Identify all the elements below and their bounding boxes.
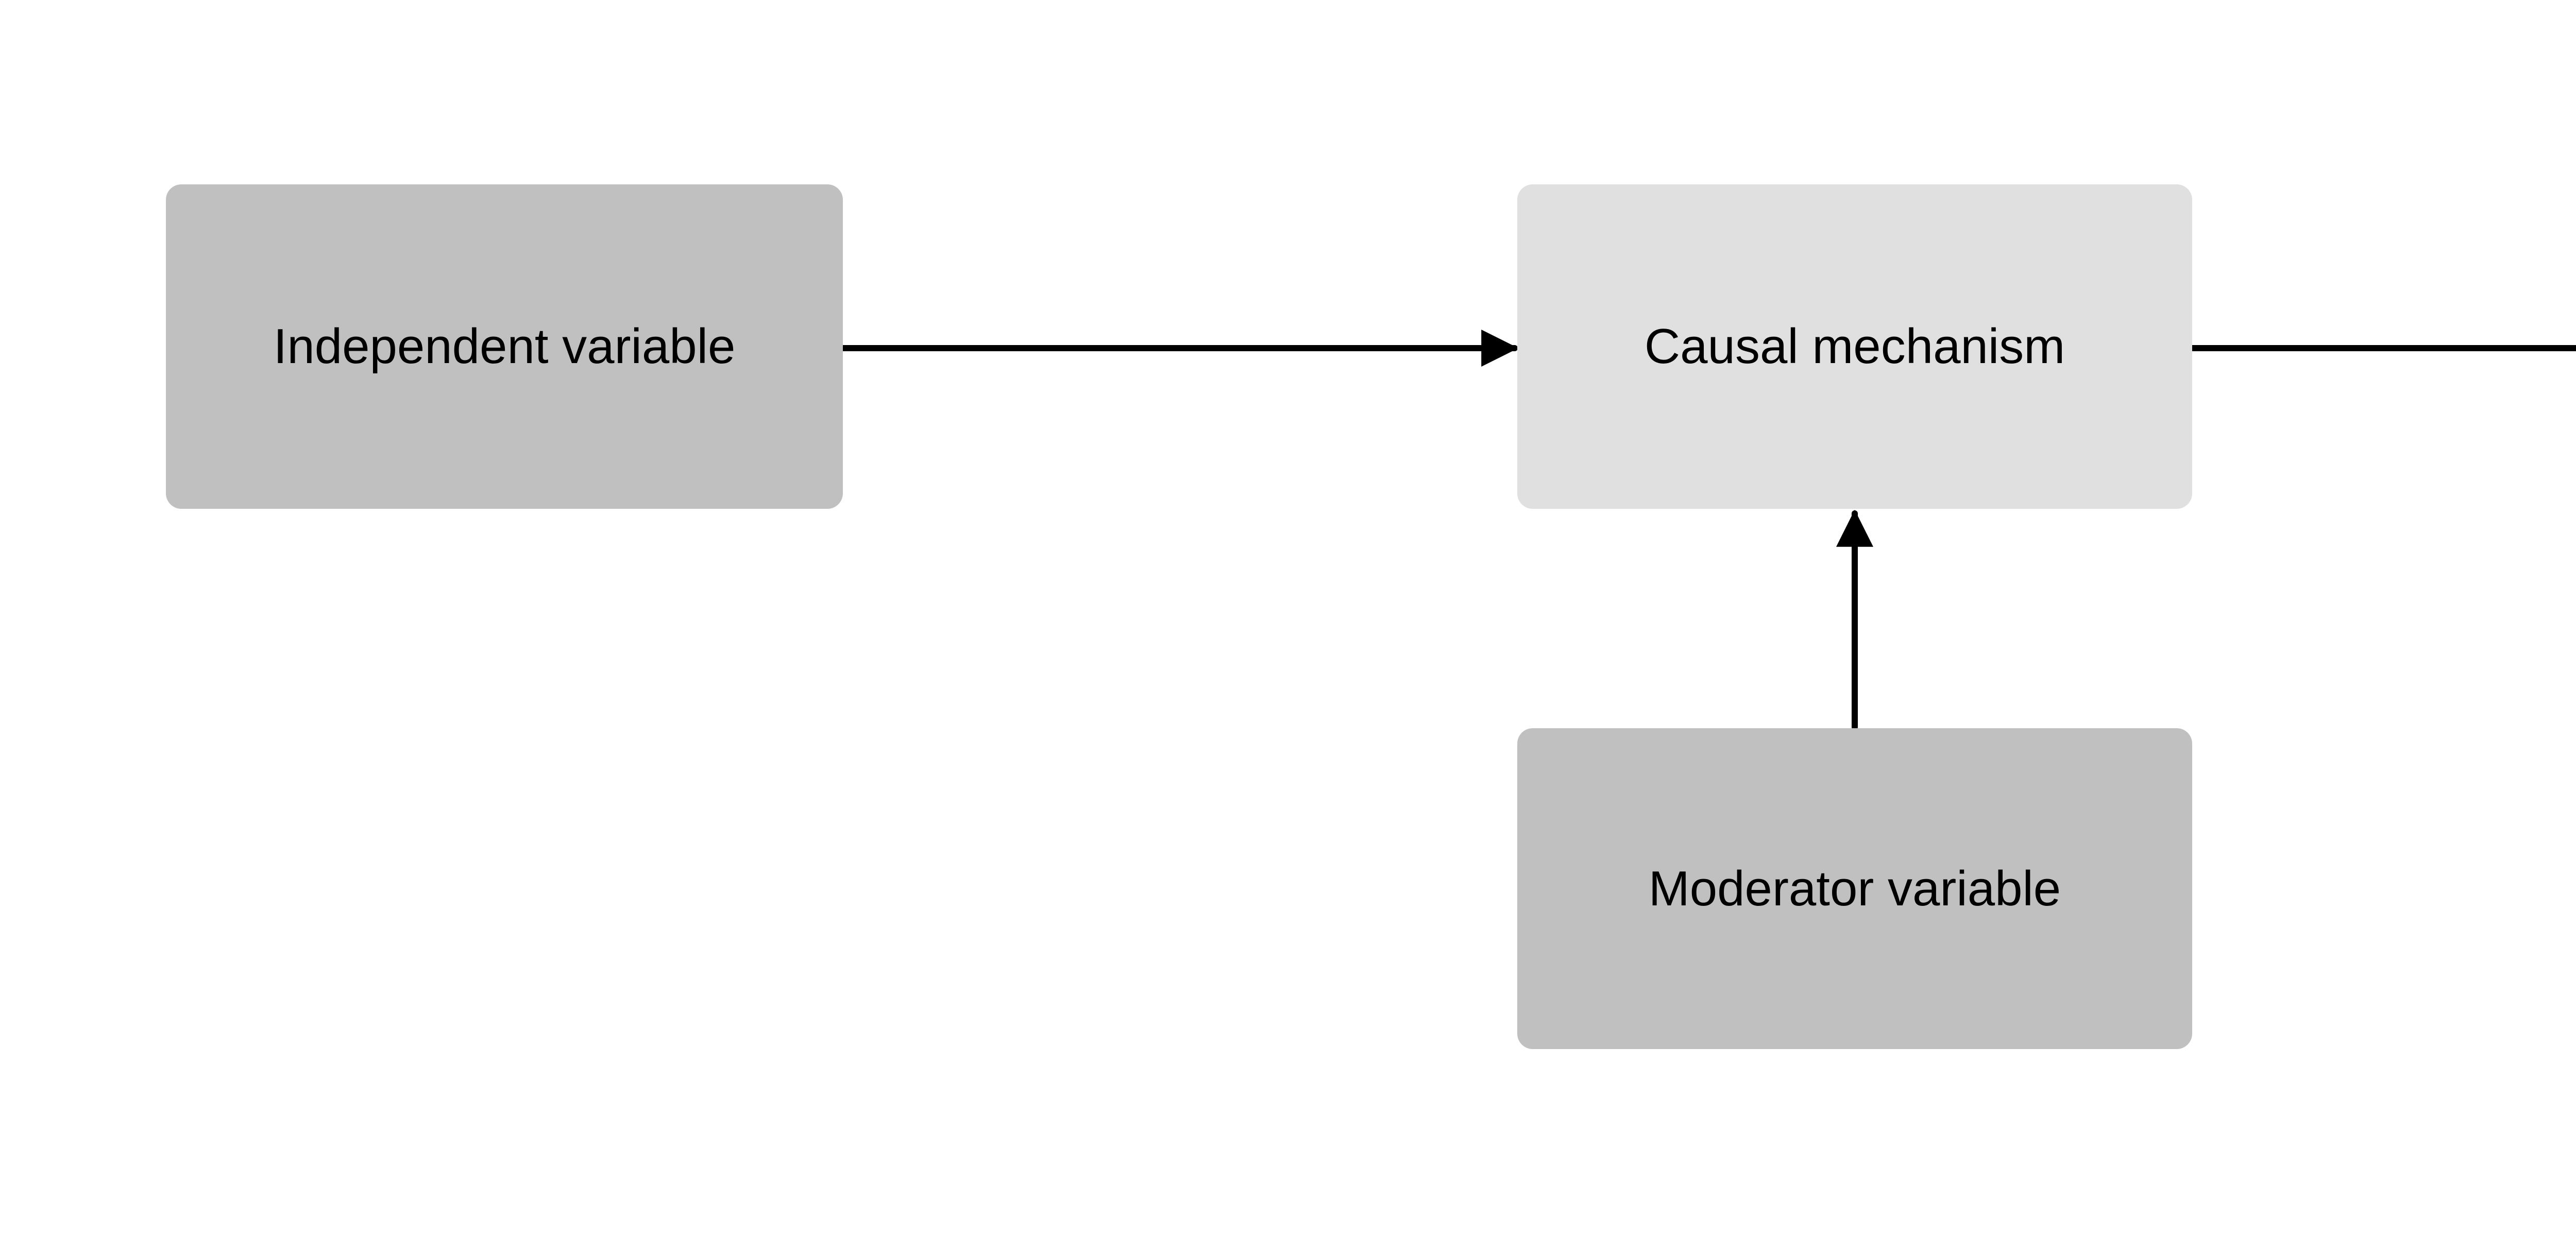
node-moderator-variable-label: Moderator variable xyxy=(1648,861,2061,916)
node-independent-variable-label: Independent variable xyxy=(273,319,736,374)
node-moderator-variable: Moderator variable xyxy=(1517,728,2192,1049)
node-independent-variable: Independent variable xyxy=(166,184,843,509)
node-causal-mechanism: Causal mechanism xyxy=(1517,184,2192,509)
node-causal-mechanism-label: Causal mechanism xyxy=(1644,319,2065,374)
